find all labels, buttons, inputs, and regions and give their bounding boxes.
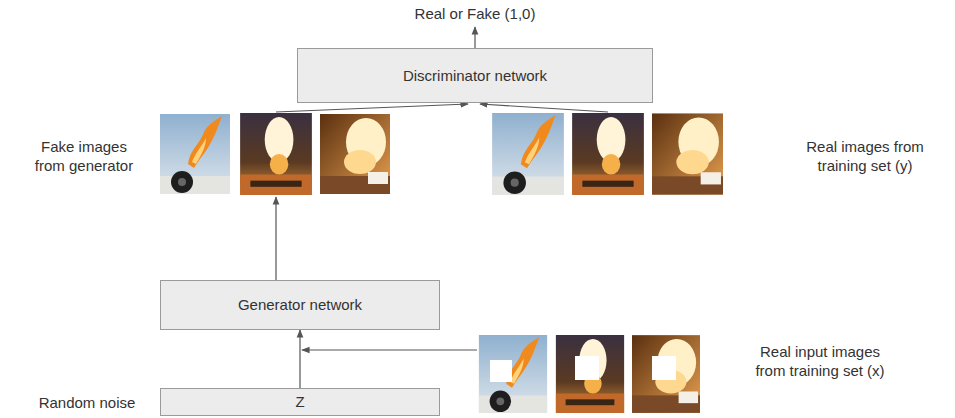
box-text-group: Generator network [238, 296, 362, 314]
fake-image [240, 113, 312, 195]
generator-output-arrow [275, 197, 276, 280]
real-image [652, 113, 723, 194]
box-label: Generator network [238, 296, 362, 314]
input-image [556, 335, 624, 413]
group-label: Fake images from generator [28, 137, 140, 175]
fake-image [320, 114, 390, 194]
process-box: Discriminator network [297, 48, 653, 103]
real-image [492, 113, 564, 195]
group-label: Real input images from training set (x) [745, 342, 895, 380]
input-image [479, 335, 547, 413]
box-label: Z [295, 393, 304, 411]
group-label: Real images from training set (y) [785, 137, 945, 175]
mask-square [652, 356, 676, 380]
real-image [572, 113, 644, 195]
output-label: Real or Fake (1,0) [380, 4, 570, 23]
box-text-group: Z [295, 393, 304, 411]
process-box: Generator network [160, 280, 440, 330]
input-image [632, 335, 700, 413]
mask-square [490, 360, 512, 382]
box-text-group: Discriminator network [403, 67, 547, 85]
mask-square [575, 356, 599, 380]
flow-arrow [299, 330, 300, 388]
input-label: Random noise [22, 393, 152, 412]
fake-image [160, 114, 230, 194]
input-merge-line [302, 349, 477, 350]
output-arrow [474, 27, 475, 48]
fake-to-discriminator-line [276, 104, 468, 112]
real-to-discriminator-line [480, 104, 608, 112]
box-label: Discriminator network [403, 67, 547, 85]
input-box: Z [160, 388, 440, 416]
